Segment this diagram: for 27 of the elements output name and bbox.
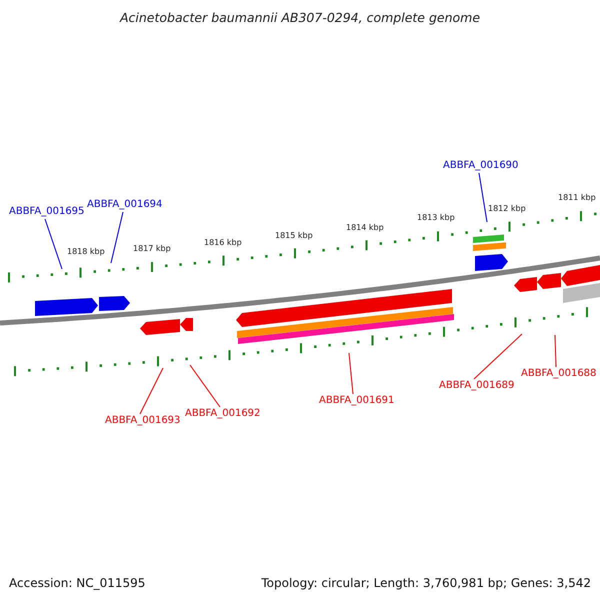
tick-label: 1811 kbp [558, 192, 596, 204]
leader-line [348, 352, 354, 394]
tick-label: 1817 kbp [133, 243, 171, 255]
footer-text: Topology: circular; Length: 3,760,981 bp; Genes: 3,542 [261, 575, 591, 592]
gene-label: ABBFA_001693 [105, 414, 180, 428]
leader-line [190, 364, 220, 408]
tick-label: 1814 kbp [346, 222, 384, 234]
tick-label: 1818 kbp [67, 246, 105, 258]
gene-label: ABBFA_001689 [439, 379, 514, 393]
gene-label: ABBFA_001694 [87, 198, 162, 212]
footer-text: Accession: NC_011595 [9, 575, 146, 592]
tick-label: 1813 kbp [417, 212, 455, 224]
diagram-title: Acinetobacter baumannii AB307-0294, complete genome [118, 9, 482, 27]
gene-label: ABBFA_001690 [443, 159, 518, 173]
gene-label: ABBFA_001692 [185, 407, 260, 421]
leader-line [110, 212, 124, 264]
gene-label: ABBFA_001695 [9, 205, 84, 219]
tick-label: 1816 kbp [204, 237, 242, 249]
tick-label: 1812 kbp [488, 203, 526, 215]
leader-line [140, 368, 164, 414]
leader-line [478, 172, 488, 222]
tick-label: 1815 kbp [275, 230, 313, 242]
gene-label: ABBFA_001688 [521, 367, 596, 381]
leader-line [44, 218, 62, 270]
leader-line [474, 334, 522, 380]
leader-line [554, 334, 556, 368]
gene-label: ABBFA_001691 [319, 394, 394, 408]
